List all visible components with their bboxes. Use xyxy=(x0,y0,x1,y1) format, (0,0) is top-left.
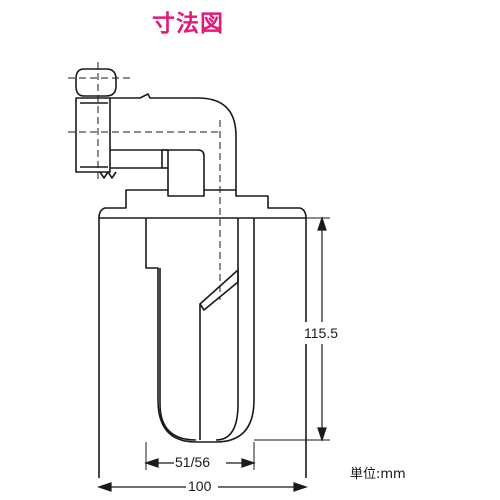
diagram-title: 寸法図 xyxy=(152,11,224,37)
baffle xyxy=(199,269,239,311)
connector-head xyxy=(75,68,117,97)
trap-cap xyxy=(98,189,307,219)
height-dimension-label: 115.5 xyxy=(304,325,338,341)
inner-width-dimension-label: 51/56 xyxy=(175,454,210,470)
connector-threads xyxy=(99,171,117,179)
inner-trap xyxy=(145,218,255,443)
inner-width-dimension xyxy=(144,458,256,468)
connector-nut xyxy=(75,97,111,173)
elbow-pipe xyxy=(110,93,237,190)
unit-label: 単位:mm xyxy=(350,467,406,482)
outer-width-dimension-label: 100 xyxy=(188,478,212,494)
